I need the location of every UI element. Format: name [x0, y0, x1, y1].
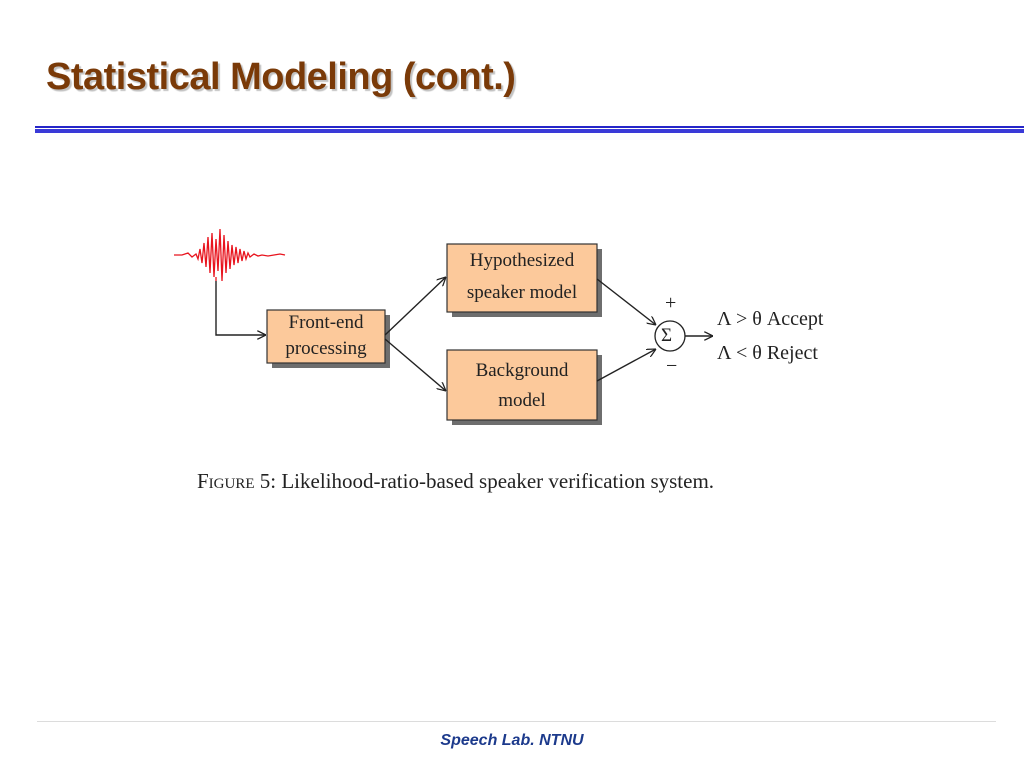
frontend-label-line-2: processing	[285, 338, 367, 359]
background-model-box	[446, 349, 598, 421]
hypothesized-label-line-2: speaker model	[466, 282, 578, 303]
footer-text: Speech Lab. NTNU	[440, 732, 584, 749]
hypothesized-label: Hypothesized speaker model	[447, 247, 597, 307]
minus-sign: −	[666, 355, 678, 377]
hypothesized-label-line-1: Hypothesized	[469, 250, 575, 271]
frontend-to-background-arrow	[384, 338, 446, 391]
frontend-label: Front-end processing	[267, 309, 385, 363]
hypothesized-to-sum-arrow	[596, 278, 656, 325]
hypothesized-model-box	[446, 243, 598, 313]
reject-condition: Λ < θ Reject	[717, 342, 818, 364]
summation-symbol: Σ	[661, 325, 673, 346]
slide-title: Statistical Modeling (cont.)	[46, 56, 516, 98]
background-label-line-1: Background	[475, 360, 569, 381]
title-rule	[35, 126, 1024, 133]
frontend-box	[266, 309, 386, 364]
background-label-line-2: model	[498, 390, 546, 411]
diagram-graphics	[174, 228, 713, 425]
speaker-verification-diagram: Front-end processing Hypothesized speake…	[160, 215, 860, 515]
background-label: Background model	[447, 357, 597, 415]
frontend-label-line-1: Front-end	[288, 312, 364, 333]
input-connector	[215, 281, 266, 335]
footer-rule	[37, 721, 996, 722]
caption-text: Likelihood-ratio-based speaker verificat…	[281, 469, 715, 493]
frontend-to-hypothesized-arrow	[384, 277, 446, 336]
accept-condition: Λ > θ Accept	[717, 308, 824, 330]
caption-label: Figure 5:	[197, 469, 277, 493]
figure-caption: Figure 5: Likelihood-ratio-based speaker…	[197, 469, 714, 494]
background-to-sum-arrow	[596, 349, 656, 382]
plus-sign: +	[665, 292, 677, 314]
speech-waveform	[174, 228, 286, 282]
